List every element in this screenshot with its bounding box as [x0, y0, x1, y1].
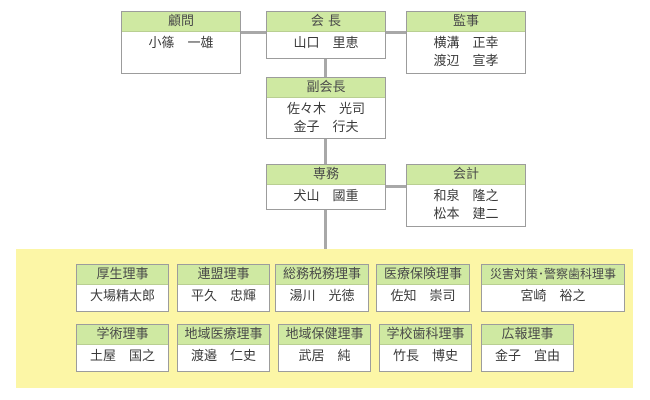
- auditor-member: 横溝 正幸: [433, 36, 499, 51]
- connector-executive-treasurer: [385, 185, 407, 188]
- director-member: 竹長 博史: [392, 349, 458, 364]
- director-title: 医療保険理事: [377, 265, 469, 285]
- director-box-disaster-police: 災害対策･警察歯科理事 宮崎 裕之: [481, 264, 625, 312]
- treasurer-title: 会計: [407, 165, 525, 185]
- director-title: 広報理事: [482, 325, 573, 345]
- treasurer-member: 和泉 隆之: [433, 189, 499, 204]
- connector-advisor-president: [240, 31, 266, 34]
- director-member: 渡邉 仁史: [190, 349, 256, 364]
- director-member: 平久 忠輝: [190, 289, 256, 304]
- director-box-medical-insurance: 医療保険理事 佐知 崇司: [376, 264, 470, 312]
- director-box-welfare: 厚生理事 大場精太郎: [76, 264, 169, 312]
- director-member: 土屋 国之: [89, 349, 155, 364]
- vice-president-title: 副会長: [267, 78, 385, 98]
- president-title: 会 長: [267, 12, 385, 32]
- director-box-federation: 連盟理事 平久 忠輝: [177, 264, 270, 312]
- vice-president-box: 副会長 佐々木 光司 金子 行夫: [266, 77, 386, 139]
- auditor-box: 監事 横溝 正幸 渡辺 宣孝: [406, 11, 526, 74]
- auditor-title: 監事: [407, 12, 525, 32]
- executive-title: 専務: [267, 165, 385, 185]
- director-box-pr: 広報理事 金子 宜由: [481, 324, 574, 372]
- director-member: 湯川 光徳: [289, 289, 355, 304]
- director-box-academic: 学術理事 土屋 国之: [76, 324, 169, 372]
- director-title: 厚生理事: [77, 265, 168, 285]
- director-member: 武居 純: [298, 349, 351, 364]
- director-title: 災害対策･警察歯科理事: [482, 265, 624, 285]
- connector-executive-directors: [324, 209, 327, 249]
- director-member: 大場精太郎: [89, 289, 155, 304]
- director-title: 学校歯科理事: [380, 325, 471, 345]
- vice-president-member: 佐々木 光司: [286, 102, 365, 117]
- director-title: 学術理事: [77, 325, 168, 345]
- connector-vice-executive: [324, 138, 327, 165]
- vice-president-member: 金子 行夫: [293, 120, 359, 135]
- advisor-title: 顧問: [122, 12, 240, 32]
- advisor-member: 小篠 一雄: [148, 36, 214, 51]
- director-title: 地域医療理事: [178, 325, 269, 345]
- director-member: 佐知 崇司: [390, 289, 456, 304]
- treasurer-member: 松本 建二: [433, 207, 499, 222]
- director-title: 連盟理事: [178, 265, 269, 285]
- president-box: 会 長 山口 里恵: [266, 11, 386, 59]
- executive-member: 犬山 國重: [293, 189, 359, 204]
- executive-box: 専務 犬山 國重: [266, 164, 386, 210]
- director-title: 総務税務理事: [276, 265, 368, 285]
- director-title: 地域保健理事: [279, 325, 370, 345]
- connector-president-vice: [324, 58, 327, 77]
- treasurer-box: 会計 和泉 隆之 松本 建二: [406, 164, 526, 227]
- director-box-school-dental: 学校歯科理事 竹長 博史: [379, 324, 472, 372]
- director-box-community-health: 地域保健理事 武居 純: [278, 324, 371, 372]
- connector-president-auditor: [385, 31, 407, 34]
- director-member: 金子 宜由: [494, 349, 560, 364]
- director-member: 宮崎 裕之: [520, 289, 586, 304]
- director-box-general-tax: 総務税務理事 湯川 光徳: [275, 264, 369, 312]
- director-box-community-medicine: 地域医療理事 渡邉 仁史: [177, 324, 270, 372]
- president-member: 山口 里恵: [293, 36, 359, 51]
- advisor-box: 顧問 小篠 一雄: [121, 11, 241, 74]
- auditor-member: 渡辺 宣孝: [433, 54, 499, 69]
